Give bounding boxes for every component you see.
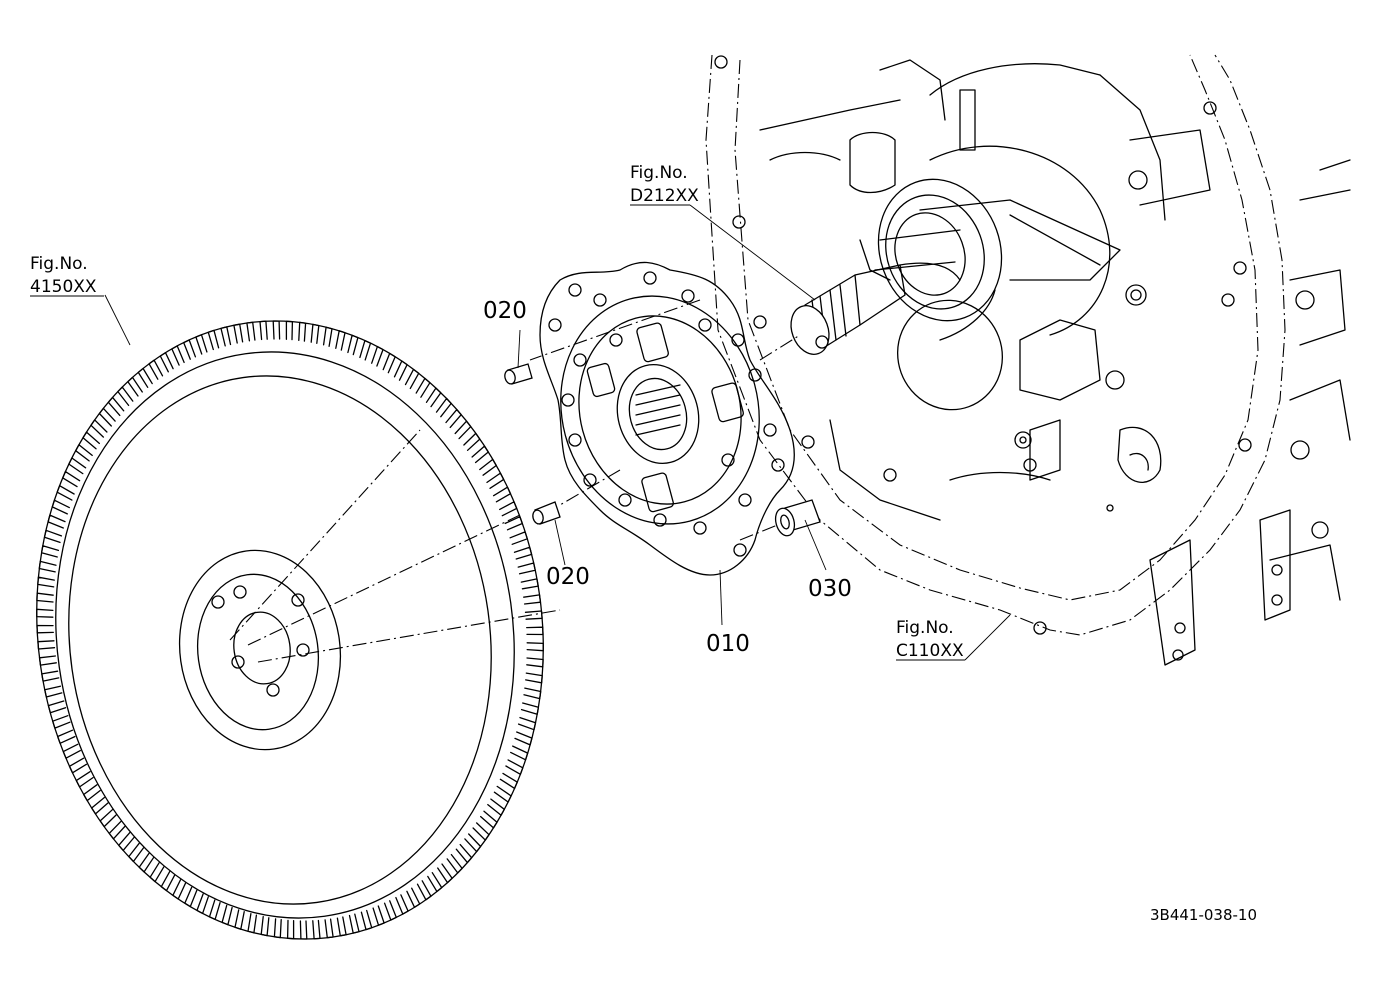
leader-lines <box>104 204 1011 661</box>
pilot-bearing <box>774 499 821 537</box>
dowel-pin-lower <box>532 501 561 525</box>
transmission-housing <box>705 54 1351 666</box>
callout-030: 030 <box>808 576 852 602</box>
fig-ref-shaft-number: D212XX <box>630 186 699 206</box>
clutch-disc <box>529 261 801 576</box>
fig-ref-housing-label: Fig.No. <box>896 618 954 638</box>
gear-tooth-outline <box>36 320 544 940</box>
fig-ref-flywheel-label: Fig.No. <box>30 254 88 274</box>
callout-020-lower: 020 <box>546 564 590 590</box>
input-shaft-assembly <box>790 145 1121 411</box>
flywheel <box>36 320 561 940</box>
callout-010: 010 <box>706 631 750 657</box>
drawing-code: 3B441-038-10 <box>1150 906 1257 924</box>
fig-ref-shaft-label: Fig.No. <box>630 163 688 183</box>
callout-020-upper: 020 <box>483 298 527 324</box>
fig-ref-housing-number: C110XX <box>896 641 964 661</box>
fig-ref-flywheel-number: 4150XX <box>30 277 97 297</box>
ring-gear-teeth <box>36 320 544 940</box>
dowel-pin-upper <box>504 363 533 385</box>
